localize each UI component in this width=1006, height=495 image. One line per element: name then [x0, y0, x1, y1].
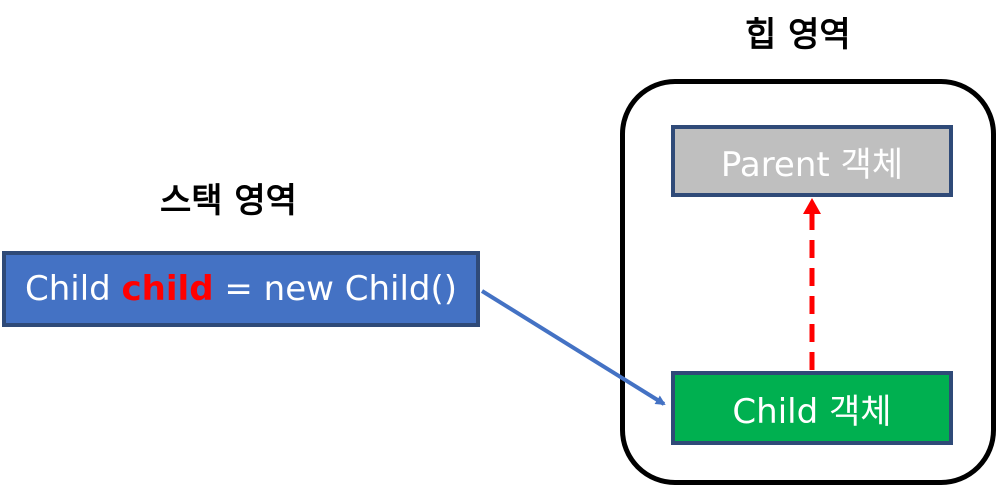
stack-area-label: 스택 영역: [160, 181, 297, 221]
code-variable-name: child: [121, 269, 214, 309]
child-object-box: Child 객체: [671, 371, 953, 445]
code-type: Child: [24, 269, 122, 309]
heap-area-label: 힙 영역: [745, 15, 851, 55]
code-initializer: = new Child(): [213, 269, 458, 309]
stack-variable-box: Child child = new Child(): [2, 251, 480, 327]
parent-object-box: Parent 객체: [671, 125, 953, 197]
